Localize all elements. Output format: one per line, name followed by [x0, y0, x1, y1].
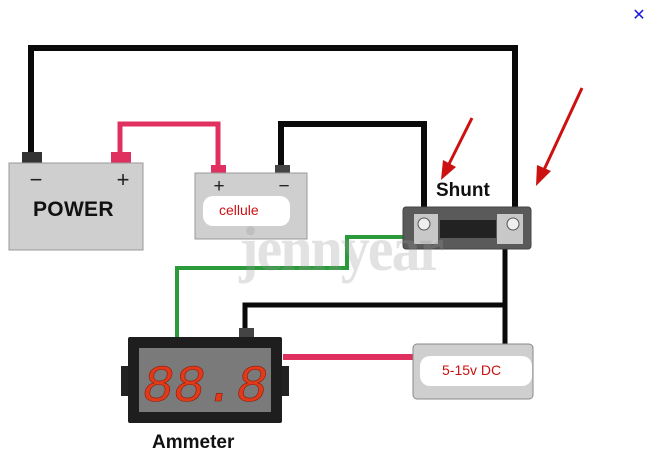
power-label: POWER	[33, 198, 114, 221]
power-plus-sign: +	[117, 167, 130, 192]
power-minus-sign: −	[30, 167, 43, 192]
wire-power-positive-to-cell	[117, 121, 221, 166]
power-terminal-positive	[111, 152, 131, 164]
ammeter-label: Ammeter	[152, 432, 235, 453]
cell-minus-sign: −	[278, 176, 289, 197]
wire-cell-negative-to-shunt	[278, 121, 427, 222]
cell-terminal-positive	[211, 165, 226, 174]
shunt-center	[440, 220, 496, 238]
close-icon[interactable]: ✕	[632, 5, 646, 24]
ammeter-terminal	[239, 328, 254, 337]
shunt-screw-left	[417, 217, 431, 231]
cell-label: cellule	[203, 196, 290, 226]
shunt-label: Shunt	[436, 180, 490, 201]
ammeter-screen	[139, 348, 271, 412]
wire-shunt-to-ammeter-green	[175, 235, 436, 338]
wire-power-negative-to-shunt	[28, 45, 518, 222]
arrow-icon-left	[441, 117, 474, 180]
ammeter-display: 88.8	[143, 358, 268, 417]
power-box	[8, 162, 144, 251]
wire-ammeter-to-shunt-black	[242, 302, 505, 330]
arrow-icon-right	[536, 87, 584, 186]
cell-plus-sign: +	[213, 176, 224, 197]
shunt-screw-right	[506, 217, 520, 231]
ammeter-tab-left	[121, 366, 129, 396]
power-terminal-negative	[22, 152, 42, 164]
supply-label: 5-15v DC	[420, 356, 532, 386]
ammeter-tab-right	[281, 366, 289, 396]
cell-terminal-negative	[275, 165, 290, 174]
